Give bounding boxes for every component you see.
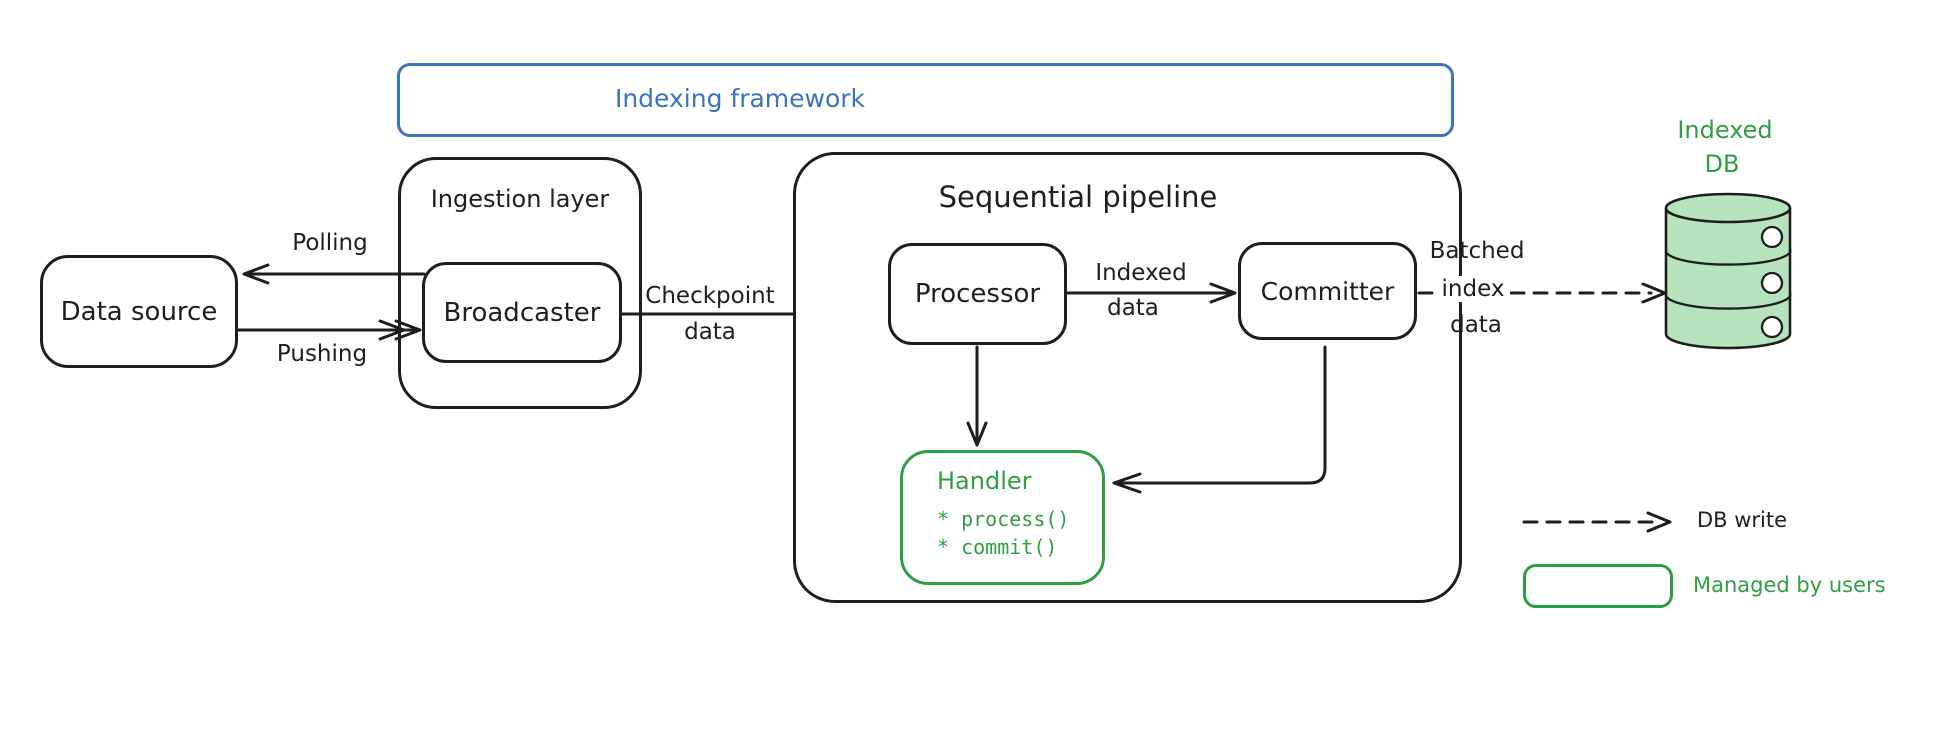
broadcaster-label: Broadcaster — [443, 297, 601, 328]
handler-method-process: * process() — [937, 507, 1070, 531]
arrowhead-icon — [1209, 282, 1237, 304]
legend-managed-label: Managed by users — [1693, 573, 1886, 597]
legend-db-write-arrow — [1522, 511, 1672, 533]
committer-handler-arrow — [1112, 345, 1327, 494]
committer-label: Committer — [1260, 276, 1395, 306]
handler-box: Handler * process() * commit() — [900, 450, 1105, 585]
processor-label: Processor — [914, 279, 1041, 309]
batched-label-line1: Batched — [1429, 238, 1525, 264]
arrowhead-icon — [1646, 511, 1672, 533]
legend-db-write-label: DB write — [1697, 508, 1788, 532]
indexed-label-line1: Indexed — [1095, 260, 1187, 286]
batched-label-line2-text: index — [1435, 276, 1511, 302]
arrowhead-icon — [378, 319, 406, 341]
data-source-box: Data source — [40, 255, 238, 368]
batched-label-line3: data — [1450, 312, 1502, 338]
indexed-label-line2: data — [1107, 295, 1159, 321]
handler-title: Handler — [937, 467, 1032, 495]
ingestion-layer-title: Ingestion layer — [430, 185, 610, 213]
pushing-arrow — [236, 319, 422, 341]
indexing-framework-frame — [397, 63, 1454, 137]
broadcaster-box: Broadcaster — [422, 262, 622, 363]
indexed-db-label-line2: DB — [1704, 150, 1740, 178]
polling-label: Polling — [292, 230, 368, 256]
arrowhead-icon — [242, 263, 270, 285]
data-source-label: Data source — [60, 296, 218, 327]
polling-arrow — [242, 263, 426, 285]
checkpoint-label-line1: Checkpoint — [645, 283, 775, 309]
checkpoint-label-line2: data — [684, 319, 736, 345]
processor-box: Processor — [888, 243, 1067, 345]
indexed-db-label-line1: Indexed — [1677, 116, 1773, 144]
committer-box: Committer — [1238, 242, 1417, 340]
pushing-label: Pushing — [276, 341, 368, 367]
arrowhead-icon — [1112, 472, 1142, 494]
arrowhead-icon — [394, 319, 422, 341]
batched-label-line2: index — [1413, 276, 1533, 302]
processor-handler-arrow — [966, 345, 988, 447]
database-cylinder-icon — [1664, 192, 1792, 350]
handler-method-commit: * commit() — [937, 535, 1058, 559]
legend-managed-swatch — [1523, 564, 1673, 608]
indexing-framework-title: Indexing framework — [614, 84, 866, 113]
sequential-pipeline-title: Sequential pipeline — [938, 180, 1218, 214]
indexed-data-arrow — [1065, 282, 1237, 304]
arrowhead-icon — [966, 421, 988, 447]
